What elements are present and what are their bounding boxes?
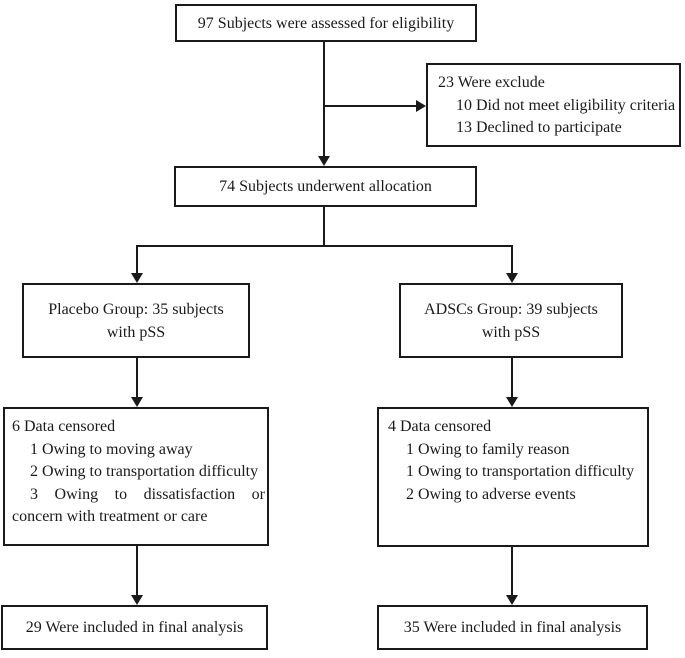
excluded-item: 13 Declined to participate <box>456 119 622 136</box>
excluded-item: 10 Did not meet eligibility criteria <box>456 96 676 114</box>
arrowhead-to-placebo-final <box>131 595 143 605</box>
box-adscs-censored: 4 Data censored 1 Owing to family reason… <box>377 407 649 547</box>
adscs-censored-item: 1 Owing to transportation difficulty <box>406 463 635 480</box>
arrowhead-to-allocation <box>318 156 330 166</box>
arrowhead-to-excluded <box>416 100 426 112</box>
excluded-title: 23 Were exclude <box>438 74 545 91</box>
box-eligibility: 97 Subjects were assessed for eligibilit… <box>175 4 477 42</box>
arrowhead-to-placebo-group <box>131 273 143 283</box>
placebo-final-text: 29 Were included in final analysis <box>25 619 244 636</box>
adscs-group-line2: with pSS <box>481 323 541 341</box>
line-placebo-to-final <box>136 546 138 596</box>
allocation-text: 74 Subjects underwent allocation <box>219 178 432 195</box>
line-branch-horizontal <box>136 245 513 247</box>
line-adscs-to-censored <box>511 358 513 398</box>
box-placebo-censored: 6 Data censored 1 Owing to moving away 2… <box>3 407 269 546</box>
adscs-censored-title: 4 Data censored <box>388 418 492 435</box>
placebo-censored-item: 2 Owing to transportation difficulty <box>30 463 259 480</box>
arrowhead-to-adscs-censored <box>506 397 518 407</box>
adscs-censored-item: 2 Owing to adverse events <box>406 485 576 503</box>
line-eligibility-stem <box>323 42 325 157</box>
box-adscs-final: 35 Were included in final analysis <box>377 605 648 650</box>
line-branch-right-drop <box>511 245 513 274</box>
arrowhead-to-adscs-final <box>506 595 518 605</box>
line-placebo-to-censored <box>136 358 138 398</box>
arrowhead-to-placebo-censored <box>131 397 143 407</box>
adscs-group-line1: ADSCs Group: 39 subjects <box>424 300 598 318</box>
box-placebo-final: 29 Were included in final analysis <box>1 605 268 650</box>
adscs-censored-item: 1 Owing to family reason <box>406 440 570 458</box>
box-excluded: 23 Were exclude 10 Did not meet eligibil… <box>426 63 681 147</box>
box-placebo-group: Placebo Group: 35 subjects with pSS <box>22 283 250 358</box>
line-branch-left-drop <box>136 245 138 274</box>
line-allocation-stem <box>323 207 325 247</box>
placebo-group-line2: with pSS <box>106 323 166 341</box>
eligibility-text: 97 Subjects were assessed for eligibilit… <box>197 14 455 32</box>
placebo-censored-item: 3 Owing to dissatisfaction or concern wi… <box>12 485 265 526</box>
adscs-final-text: 35 Were included in final analysis <box>403 619 622 636</box>
arrowhead-to-adscs-group <box>506 273 518 283</box>
line-to-excluded <box>324 105 417 107</box>
placebo-censored-title: 6 Data censored <box>12 418 116 435</box>
placebo-censored-item: 1 Owing to moving away <box>30 440 193 458</box>
line-adscs-to-final <box>511 547 513 596</box>
box-allocation: 74 Subjects underwent allocation <box>174 166 477 207</box>
box-adscs-group: ADSCs Group: 39 subjects with pSS <box>399 283 623 358</box>
placebo-group-line1: Placebo Group: 35 subjects <box>48 300 224 318</box>
